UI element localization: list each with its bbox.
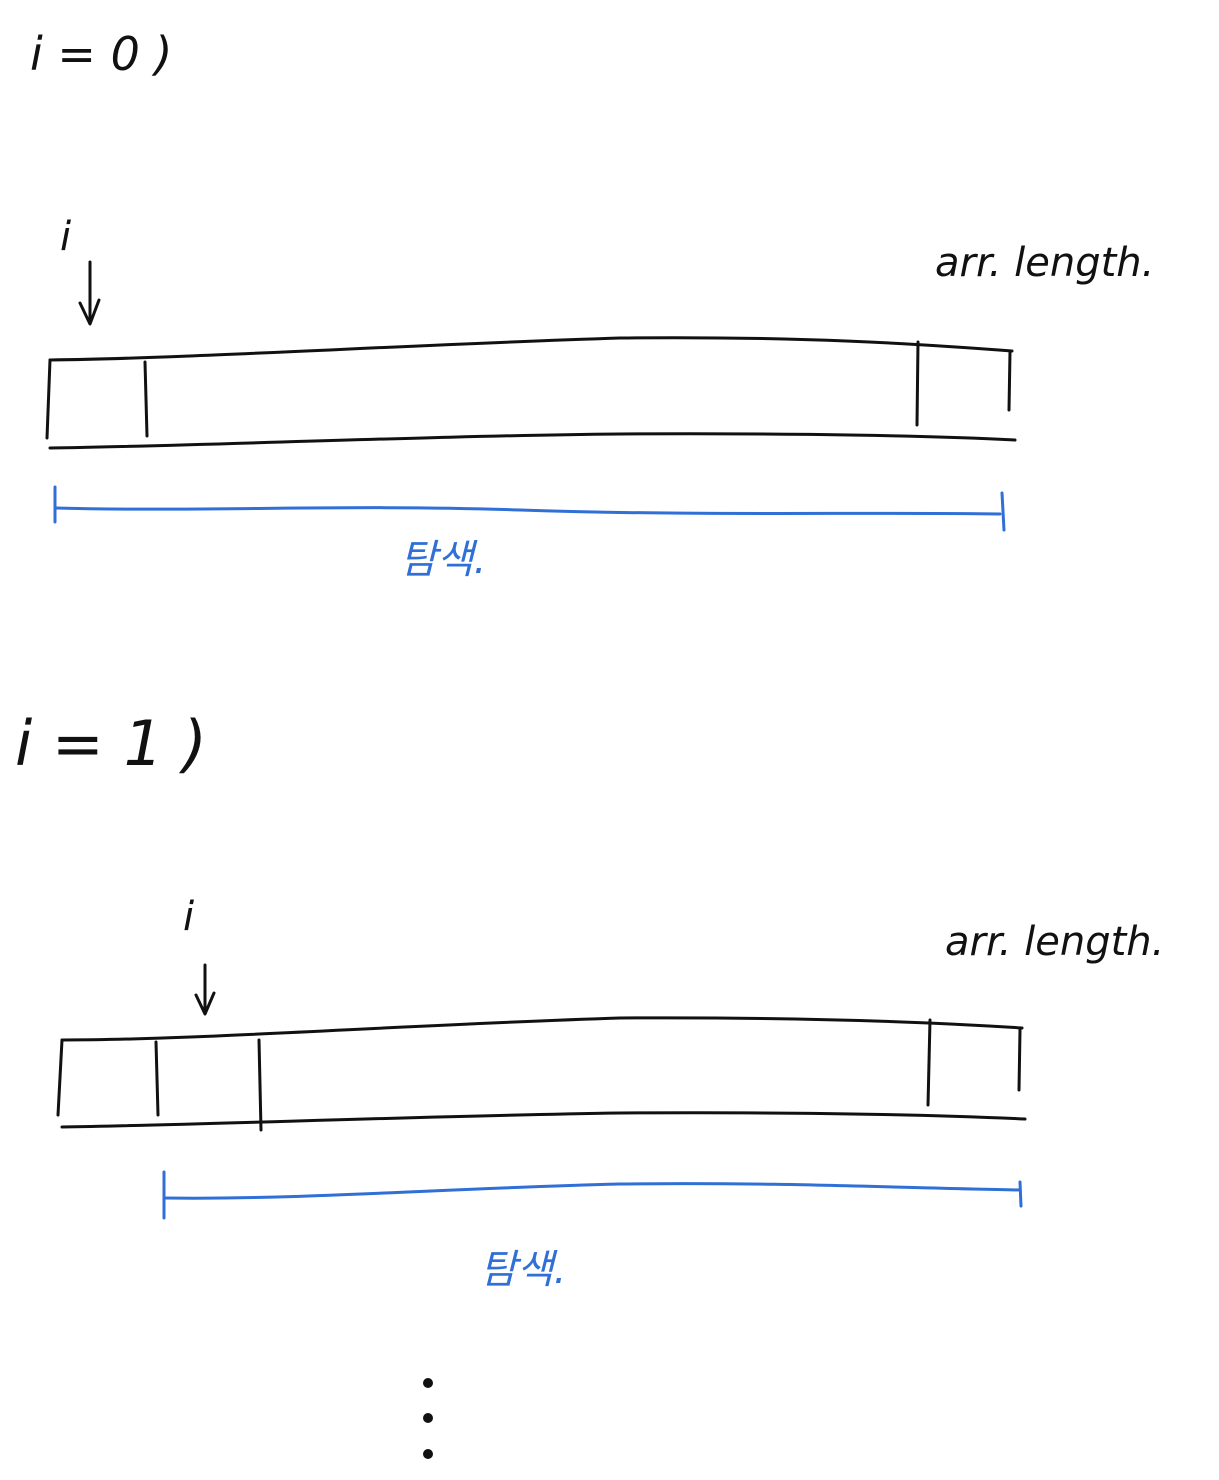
range-end-tick [1018,1180,1023,1208]
section-heading: i = 0 ) [30,27,172,81]
range-line [162,1182,1022,1200]
array-right-edge [1017,1028,1022,1092]
section-i-1: i = 1 ) i arr. length. 탐색. [15,707,1164,1293]
dot [423,1449,433,1459]
search-range: 탐색. [53,485,1006,583]
pointer-arrow [194,963,216,1016]
array-box [45,336,1017,450]
range-label: 탐색. [400,537,486,583]
array-top-edge [60,1016,1024,1042]
array-top-edge [48,336,1014,362]
array-left-edge [56,1038,64,1117]
range-end-tick [1000,491,1006,532]
section-i-0: i = 0 ) i arr. length. 탐색. [30,27,1154,583]
range-label: 탐색. [480,1247,566,1293]
cell-divider [154,1040,160,1117]
section-heading: i = 1 ) [15,707,207,780]
cell-divider [926,1018,932,1107]
range-line [53,506,1002,516]
array-left-edge [45,358,52,440]
pointer-label: i [60,214,71,260]
cell-divider [915,340,920,427]
cell-divider [257,1038,263,1132]
dot [423,1378,433,1388]
dot [423,1413,433,1423]
array-bottom-edge [60,1111,1027,1129]
array-box [56,1016,1027,1132]
search-range: 탐색. [162,1170,1023,1293]
pointer-label: i [183,894,194,940]
array-bottom-edge [48,432,1017,450]
continuation-dots [423,1378,433,1459]
array-right-edge [1007,350,1012,412]
array-length-label: arr. length. [935,240,1154,286]
pointer-arrow [78,260,101,326]
cell-divider [143,360,149,438]
array-length-label: arr. length. [945,919,1164,965]
